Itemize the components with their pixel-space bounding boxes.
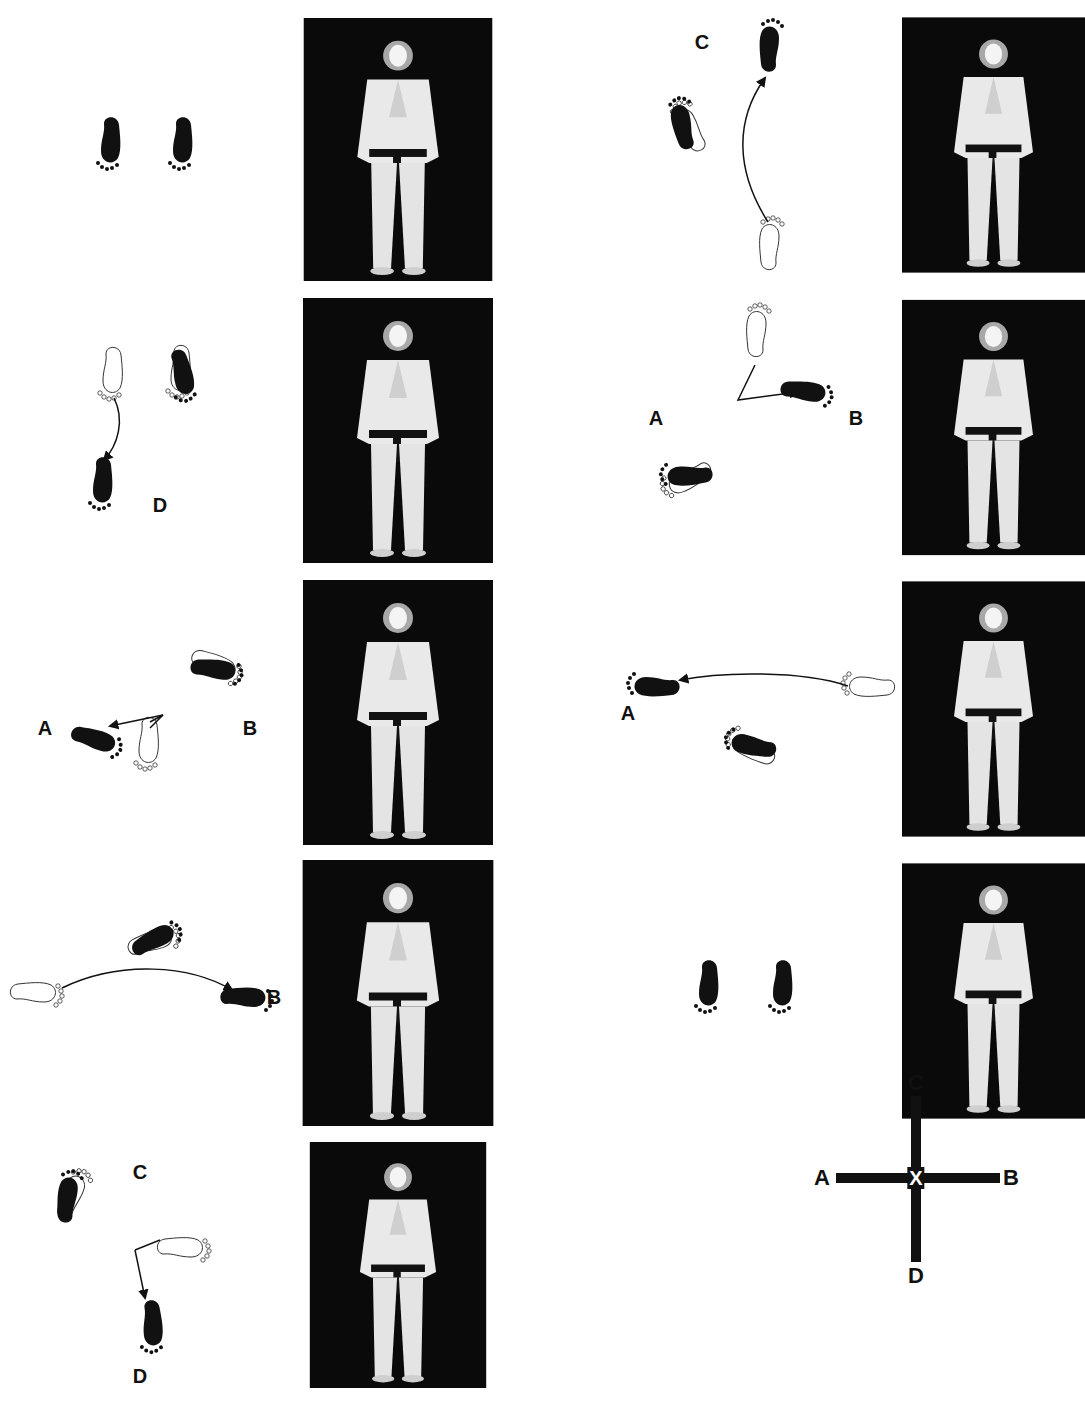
- direction-letter: C: [908, 1072, 924, 1094]
- direction-letter: B: [243, 718, 257, 738]
- direction-letter: C: [695, 32, 709, 52]
- direction-letter: A: [649, 408, 663, 428]
- direction-letter: B: [849, 408, 863, 428]
- direction-letter: B: [267, 987, 281, 1007]
- direction-letter: A: [38, 718, 52, 738]
- direction-letter: C: [133, 1162, 147, 1182]
- direction-letter: A: [621, 703, 635, 723]
- direction-letter: A: [814, 1167, 830, 1189]
- direction-letter: D: [133, 1366, 147, 1386]
- direction-letter: D: [908, 1265, 924, 1287]
- direction-letter: B: [1003, 1167, 1019, 1189]
- center-marker: X: [907, 1167, 924, 1189]
- direction-letter: D: [153, 495, 167, 515]
